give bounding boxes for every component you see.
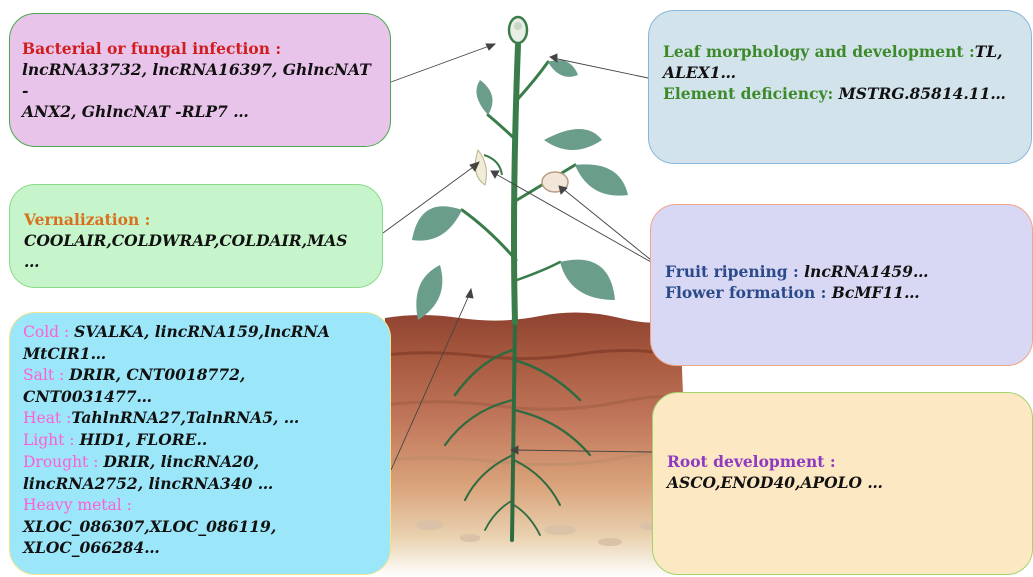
bacterial-label: Bacterial or fungal infection : — [22, 39, 281, 58]
vernalization-label: Vernalization : — [24, 210, 150, 229]
leaf-value-b: ALEX1… — [663, 63, 736, 82]
drought-label: Drought : — [23, 453, 103, 471]
vernalization-value-line1: COOLAIR,COLDWRAP,COLDAIR,MAS — [24, 231, 347, 250]
flower-formation-label: Flower formation : — [665, 283, 832, 302]
heavy-metal-value-line1: XLOC_086307,XLOC_086119, — [23, 517, 276, 536]
bacterial-fungal-infection-box: Bacterial or fungal infection : lncRNA33… — [9, 13, 391, 147]
root-development-label: Root development : — [667, 452, 836, 471]
bacterial-value-line1: lncRNA33732, lncRNA16397, GhlncNAT - — [22, 60, 371, 100]
cold-label: Cold : — [23, 323, 74, 341]
fruit-ripening-value: lncRNA1459… — [804, 262, 928, 281]
salt-label: Salt : — [23, 366, 69, 384]
light-label: Light : — [23, 431, 79, 449]
vernalization-box: Vernalization : COOLAIR,COLDWRAP,COLDAIR… — [9, 184, 383, 288]
element-deficiency-value: MSTRG.85814.11… — [839, 84, 1006, 103]
plant-flower — [475, 150, 502, 185]
abiotic-stress-box: Cold : SVALKA, lincRNA159,lncRNA MtCIR1…… — [9, 312, 391, 575]
cold-value-line2: MtCIR1… — [23, 344, 106, 363]
root-development-value: ASCO,ENOD40,APOLO … — [667, 473, 883, 492]
root-development-box: Root development : ASCO,ENOD40,APOLO … — [652, 392, 1033, 575]
drought-value-line1: DRIR, lincRNA20, — [103, 452, 259, 471]
bacterial-value-line2: ANX2, GhlncNAT -RLP7 … — [22, 102, 249, 121]
drought-value-line2: lincRNA2752, lincRNA340 … — [23, 474, 273, 493]
fruit-flower-box: Fruit ripening : lncRNA1459… Flower form… — [650, 204, 1033, 366]
fruit-ripening-label: Fruit ripening : — [665, 262, 804, 281]
element-deficiency-label: Element deficiency: — [663, 84, 839, 103]
flower-formation-value: BcMF11… — [832, 283, 920, 302]
vernalization-value-line2: … — [24, 252, 40, 271]
leaf-label: Leaf morphology and development : — [663, 42, 975, 61]
leaf-value-a: TL, — [975, 42, 1003, 61]
plant-bud — [509, 17, 527, 43]
heat-label: Heat : — [23, 409, 71, 427]
plant-leaves — [412, 60, 628, 320]
leaf-morphology-box: Leaf morphology and development :TL, ALE… — [648, 10, 1032, 164]
heat-value: TahlnRNA27,TalnRNA5, … — [71, 408, 299, 427]
cold-value-line1: SVALKA, lincRNA159,lncRNA — [74, 322, 330, 341]
salt-value-line2: CNT0031477… — [23, 387, 152, 406]
salt-value-line1: DRIR, CNT0018772, — [69, 365, 245, 384]
heavy-metal-value-line2: XLOC_066284… — [23, 538, 160, 557]
heavy-metal-label: Heavy metal : — [23, 496, 132, 514]
soil-layers — [380, 312, 690, 577]
light-value: HID1, FLORE.. — [79, 430, 207, 449]
